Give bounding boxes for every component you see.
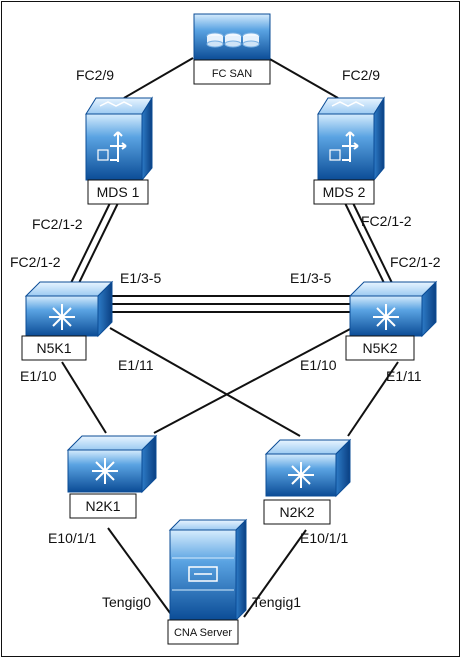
n2k1-label-box <box>69 493 137 519</box>
port-label-n5k2-peer: E1/3-5 <box>290 270 331 286</box>
fc-san-label: FC SAN <box>212 68 252 80</box>
port-label-n5k2-e110: E1/10 <box>300 357 337 373</box>
n2k1-label: N2K1 <box>85 498 120 514</box>
link-n5k1-n2k2 <box>109 327 301 437</box>
links <box>61 57 399 618</box>
port-label-mds2-down: FC2/1-2 <box>361 213 412 229</box>
mds2-device: MDS 2 <box>313 96 385 205</box>
switch-arrows-icon <box>331 101 365 107</box>
mds1-label-box <box>87 179 149 205</box>
port-label-n2k2-host: E10/1/1 <box>300 530 348 546</box>
port-labels: FC2/9 FC2/9 FC2/1-2 FC2/1-2 FC2/1-2 FC2/… <box>10 67 441 610</box>
port-label-n2k1-host: E10/1/1 <box>48 530 96 546</box>
link-n2k1-server <box>107 527 174 618</box>
port-label-san-mds1: FC2/9 <box>76 67 114 83</box>
n2k2-label: N2K2 <box>279 504 314 520</box>
port-label-server-nic1: Tengig1 <box>252 594 301 610</box>
port-label-n5k1-e111: E1/11 <box>118 357 154 373</box>
link-n5k2-n2k1 <box>153 327 353 434</box>
n2k1-device: N2K1 <box>66 434 158 519</box>
nexus-star-icon <box>288 462 314 488</box>
mds1-label: MDS 1 <box>97 184 140 200</box>
cna-server-device: CNA Server <box>167 518 248 645</box>
port-label-server-nic0: Tengig0 <box>102 594 151 610</box>
nexus-star-icon <box>49 304 75 330</box>
fc-san-device: FC SAN <box>193 13 271 85</box>
n5k1-label: N5K1 <box>36 340 71 356</box>
port-label-san-mds2: FC2/9 <box>342 67 380 83</box>
port-label-n5k1-peer: E1/3-5 <box>120 270 161 286</box>
switch-arrows-icon <box>99 101 133 107</box>
link-san-mds2 <box>267 57 339 99</box>
cna-server-label-box <box>167 619 239 645</box>
link-n5k1-n2k1 <box>61 361 107 434</box>
link-mds1-n5k1-a <box>69 202 111 286</box>
link-mds2-n5k2-b <box>352 202 394 286</box>
port-label-n5k2-e111: E1/11 <box>386 368 422 384</box>
n5k2-device: N5K2 <box>345 280 438 361</box>
n5k2-label: N5K2 <box>362 340 397 356</box>
mds1-device: MDS 1 <box>85 96 153 205</box>
fabric-switch-icon <box>329 131 359 162</box>
link-mds1-n5k1-b <box>77 202 119 286</box>
fc-san-label-box <box>193 59 271 85</box>
port-label-n5k1-up: FC2/1-2 <box>10 254 61 270</box>
n5k2-label-box <box>345 335 415 361</box>
server-drive-icon <box>188 566 218 582</box>
cna-server-label: CNA Server <box>174 627 232 639</box>
nexus-star-icon <box>92 458 118 484</box>
link-n2k2-server <box>243 529 307 618</box>
n2k2-label-box <box>263 499 331 525</box>
n5k1-device: N5K1 <box>21 280 114 361</box>
link-n5k2-n2k2 <box>347 361 399 437</box>
port-label-n5k1-e110: E1/10 <box>20 368 57 384</box>
fabric-switch-icon <box>97 131 127 162</box>
link-san-mds1 <box>123 57 194 99</box>
link-mds2-n5k2-a <box>344 202 386 286</box>
n5k1-label-box <box>21 335 87 361</box>
port-label-mds1-down: FC2/1-2 <box>32 216 83 232</box>
mds2-label-box <box>313 179 375 205</box>
n2k2-device: N2K2 <box>263 438 352 525</box>
nexus-star-icon <box>373 304 399 330</box>
storage-disks-icon <box>206 32 260 48</box>
port-label-n5k2-up: FC2/1-2 <box>390 254 441 270</box>
mds2-label: MDS 2 <box>323 184 366 200</box>
